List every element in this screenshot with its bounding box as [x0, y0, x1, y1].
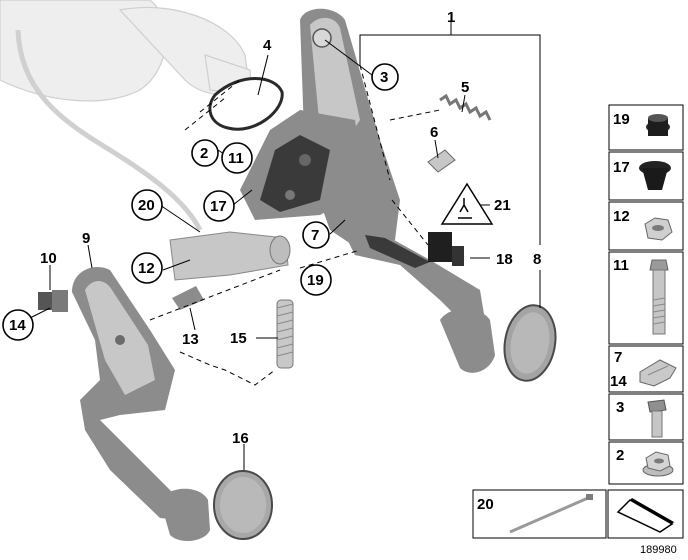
callout-6: 6	[430, 124, 438, 141]
warning-triangle-21	[440, 182, 494, 225]
callout-10: 10	[40, 250, 57, 267]
callout-11: 11	[228, 150, 244, 167]
callout-2: 2	[200, 145, 208, 162]
legend-label-7: 7	[614, 349, 622, 366]
legend-label-3: 3	[616, 399, 624, 416]
callout-21: 21	[494, 197, 511, 214]
diagram-number: 189980	[640, 544, 677, 556]
bottom-box-label-20: 20	[477, 496, 494, 513]
legend-label-14: 14	[610, 373, 627, 390]
callouts: 1 2 3 4 5 6 7 8 9 10 11 12 13 14 15 16 1…	[2, 9, 541, 447]
callout-7: 7	[311, 227, 319, 244]
leader-lines	[29, 20, 541, 470]
callout-11-ring	[221, 142, 253, 174]
legend-label-2: 2	[616, 447, 624, 464]
callout-20-ring	[131, 189, 163, 221]
clutch-pedal-9	[72, 266, 210, 542]
flange-bolt-icon	[647, 399, 667, 438]
legend-label-12: 12	[613, 208, 630, 225]
callout-9: 9	[82, 230, 90, 247]
legend-cell-3	[608, 393, 684, 441]
callout-15: 15	[230, 330, 247, 347]
legend-cell-2	[608, 441, 684, 485]
spring-15	[276, 299, 294, 369]
callout-16: 16	[232, 430, 249, 447]
gasket-4	[208, 77, 284, 131]
callout-14: 14	[9, 317, 26, 334]
legend-label-17: 17	[613, 159, 630, 176]
legend-column: 19 17 12 11 7 14	[608, 104, 684, 485]
spring-clip-icon	[639, 359, 677, 387]
legend-cell-11	[608, 251, 684, 345]
callout-14-ring	[2, 309, 34, 341]
callout-17: 17	[210, 198, 227, 215]
pedal-pad-8	[503, 304, 557, 382]
callout-17-ring	[203, 190, 235, 222]
bushing-10	[38, 290, 68, 312]
sensor-18	[428, 232, 464, 266]
callout-4: 4	[263, 37, 272, 54]
ghost-brake-booster	[0, 0, 253, 232]
legend-label-11: 11	[613, 257, 629, 274]
hex-bolt-icon	[649, 259, 669, 335]
callout-18: 18	[496, 251, 513, 268]
cable-tie-box	[472, 489, 607, 539]
callout-3-ring	[371, 63, 399, 91]
callout-12: 12	[138, 260, 155, 277]
callout-19: 19	[307, 272, 324, 289]
rubber-buffer-icon	[639, 161, 671, 190]
bracket-symbol-icon	[616, 498, 674, 533]
brake-pedal	[345, 235, 495, 373]
callout-1: 1	[447, 9, 455, 26]
pin-6	[427, 149, 456, 173]
callout-20: 20	[138, 197, 155, 214]
callout-3: 3	[380, 69, 388, 86]
master-cylinder-12	[169, 231, 291, 281]
callout-8: 8	[533, 251, 541, 268]
callout-5: 5	[461, 79, 469, 96]
bolt-13	[172, 286, 204, 310]
pedal-bracket-assembly	[240, 8, 400, 250]
callout-19-ring	[300, 264, 332, 296]
hex-nut-icon	[644, 217, 673, 241]
callout-2-ring	[191, 139, 219, 167]
legend-cell-19	[608, 104, 684, 151]
grommet-icon	[646, 114, 670, 136]
pedal-pad-16	[213, 470, 273, 540]
flange-nut-icon	[642, 451, 674, 477]
spring-5	[439, 93, 492, 121]
bottom-part-box: 20	[472, 489, 684, 539]
callout-12-ring	[131, 252, 163, 284]
cable-tie-icon	[509, 494, 593, 534]
legend-label-19: 19	[613, 111, 630, 128]
callout-7-ring	[302, 221, 330, 249]
callout-13: 13	[182, 331, 199, 348]
